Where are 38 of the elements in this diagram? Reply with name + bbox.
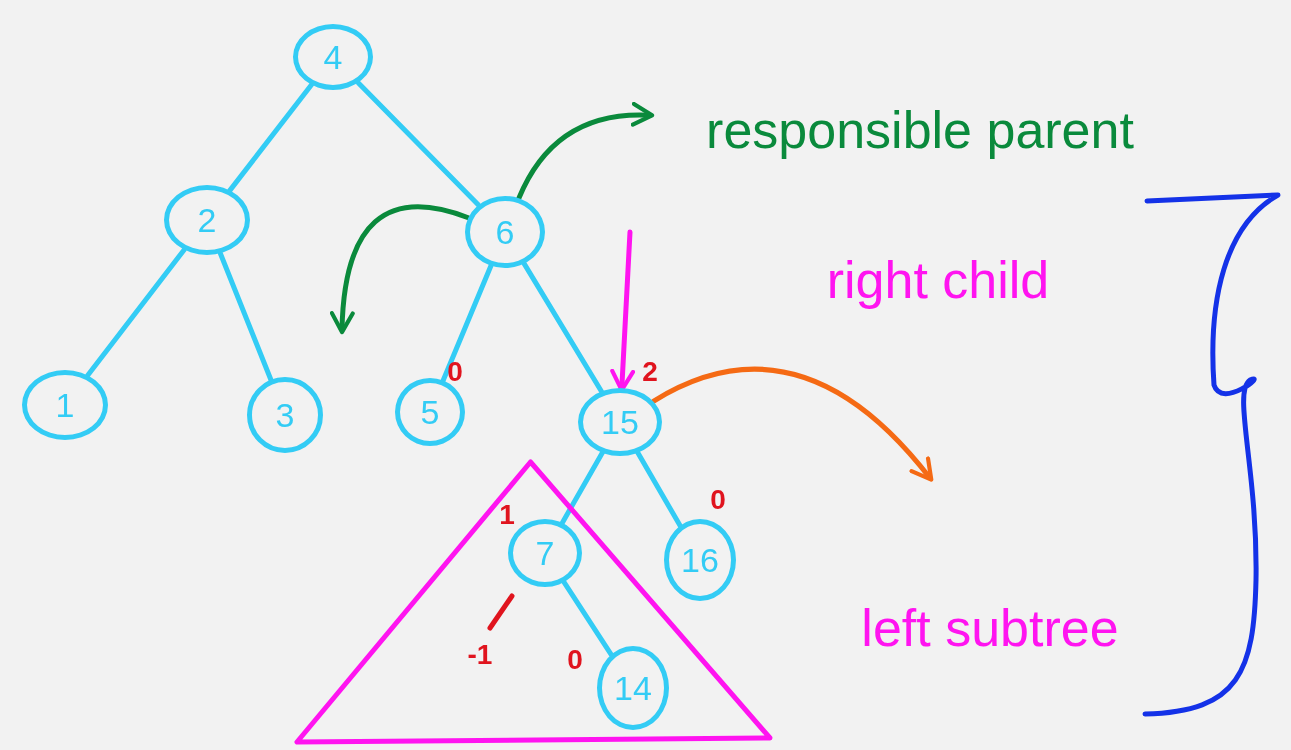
tree-edge bbox=[85, 247, 187, 378]
tree-edge bbox=[217, 250, 274, 383]
node-key: 3 bbox=[275, 395, 295, 435]
tree-edge bbox=[355, 80, 481, 208]
tree-node-circle bbox=[578, 388, 662, 456]
tree-node-circle bbox=[293, 24, 373, 90]
tree-node-circle bbox=[247, 377, 323, 453]
tree-node-circle bbox=[164, 185, 250, 255]
tree-edge bbox=[561, 579, 614, 658]
balance-factor: -1 bbox=[467, 639, 493, 671]
balance-factor: 2 bbox=[642, 356, 658, 388]
tree-node-circle bbox=[664, 519, 736, 601]
balance-factor: 0 bbox=[567, 644, 583, 676]
tree-edge bbox=[440, 263, 494, 383]
tree-edge bbox=[227, 82, 314, 193]
arrow bbox=[516, 102, 655, 201]
arrow bbox=[650, 366, 934, 482]
node-key: 6 bbox=[495, 212, 515, 252]
node-key: 1 bbox=[55, 385, 75, 425]
node-key: 5 bbox=[420, 392, 440, 432]
tree-edge bbox=[635, 450, 683, 529]
tree-node-circle bbox=[597, 646, 669, 730]
node-key: 4 bbox=[323, 37, 343, 77]
balance-factor: 0 bbox=[447, 356, 463, 388]
node-key: 2 bbox=[197, 200, 217, 240]
node-key: 16 bbox=[681, 540, 719, 580]
node-key: 15 bbox=[601, 402, 639, 442]
node-key: 7 bbox=[535, 533, 555, 573]
balance-factor: 1 bbox=[499, 499, 515, 531]
annotation-text: left subtree bbox=[800, 588, 1180, 668]
annotation-text: right child bbox=[758, 235, 1118, 325]
tree-edge bbox=[521, 261, 604, 394]
arrow bbox=[330, 204, 471, 335]
annotation-text: responsible parent bbox=[650, 95, 1190, 165]
balance-factor: 0 bbox=[710, 484, 726, 516]
node-key: 14 bbox=[614, 668, 652, 708]
tree-node-circle bbox=[465, 196, 545, 268]
tree-node-circle bbox=[22, 370, 108, 440]
